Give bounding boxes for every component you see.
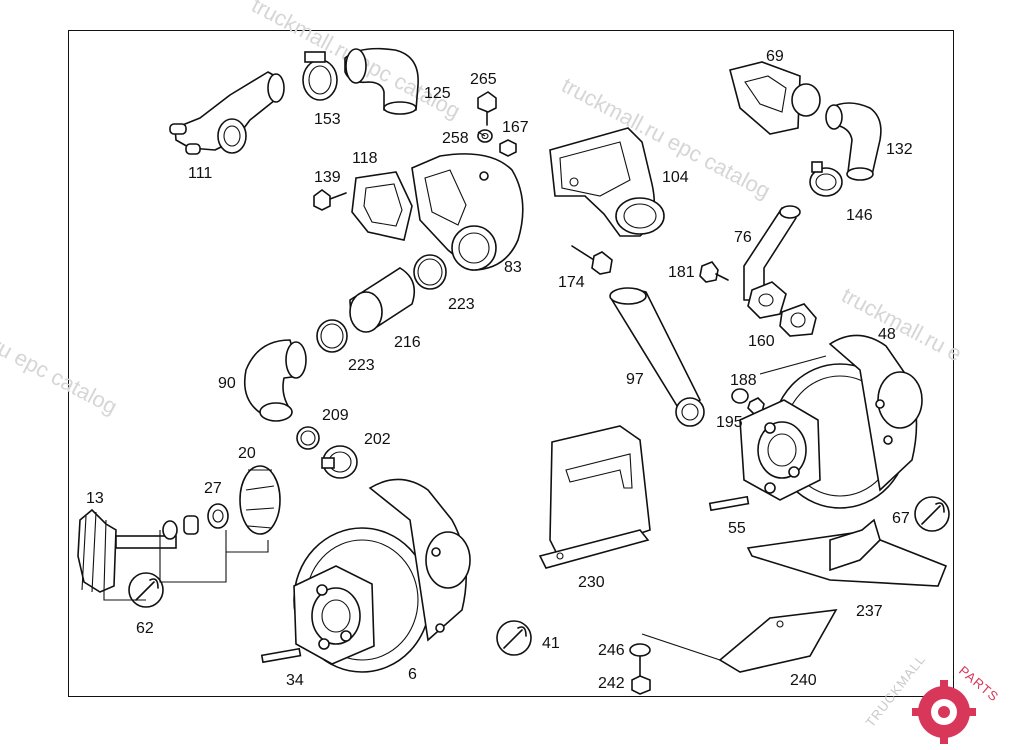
label-97: 97 — [626, 371, 644, 388]
label-216: 216 — [394, 334, 421, 351]
leader-lines — [477, 131, 827, 375]
part-209-202-drawing — [296, 426, 358, 479]
label-246: 246 — [598, 642, 625, 659]
label-195: 195 — [716, 414, 743, 431]
label-160: 160 — [748, 333, 775, 350]
part-62-wrench-icon — [103, 530, 269, 608]
part-139-drawing — [313, 189, 347, 211]
label-209: 209 — [322, 407, 349, 424]
label-83: 83 — [504, 259, 522, 276]
part-48-drawing — [739, 334, 923, 509]
part-237-drawing — [746, 518, 948, 587]
label-62: 62 — [136, 620, 154, 637]
diagram-frame — [68, 30, 954, 697]
part-174-drawing — [571, 245, 613, 275]
part-83-drawing — [411, 153, 524, 271]
label-118: 118 — [352, 150, 378, 167]
part-labels: 111 153 125 265 258 167 69 132 146 139 1… — [86, 48, 913, 692]
part-69-drawing — [729, 61, 821, 135]
part-6-drawing — [293, 478, 471, 673]
label-153: 153 — [314, 111, 341, 128]
label-174: 174 — [558, 274, 585, 291]
label-146: 146 — [846, 207, 873, 224]
part-240-drawing — [641, 609, 838, 673]
label-202: 202 — [364, 431, 391, 448]
part-67-wrench-icon — [914, 496, 950, 532]
part-118-drawing — [351, 171, 413, 241]
label-13: 13 — [86, 490, 104, 507]
part-223-216-drawing — [316, 254, 447, 353]
label-132: 132 — [886, 141, 913, 158]
part-27-20-drawing — [162, 465, 281, 540]
part-181-drawing — [699, 261, 729, 283]
label-230: 230 — [578, 574, 605, 591]
label-237: 237 — [856, 603, 883, 620]
label-69: 69 — [766, 48, 784, 65]
label-242: 242 — [598, 675, 625, 692]
gear-icon — [912, 680, 976, 744]
part-125-drawing — [344, 47, 419, 115]
label-223a: 223 — [448, 296, 475, 313]
label-265: 265 — [470, 71, 497, 88]
label-20: 20 — [238, 445, 256, 462]
label-67: 67 — [892, 510, 910, 527]
label-41: 41 — [542, 635, 560, 652]
label-139: 139 — [314, 169, 341, 186]
label-34: 34 — [286, 672, 304, 689]
label-240: 240 — [790, 672, 817, 689]
label-6: 6 — [408, 666, 417, 683]
label-167: 167 — [502, 119, 529, 136]
part-132-drawing — [825, 102, 882, 181]
label-181: 181 — [668, 264, 695, 281]
label-104: 104 — [662, 169, 689, 186]
label-90: 90 — [218, 375, 236, 392]
part-104-drawing — [549, 127, 665, 237]
part-160-drawing — [779, 303, 817, 337]
part-188-195-drawing — [731, 388, 765, 415]
part-153-drawing — [302, 51, 338, 101]
watermark-text-2: ru epc catalog — [0, 332, 121, 419]
part-97-drawing — [609, 287, 705, 427]
part-90-drawing — [243, 339, 307, 422]
label-125: 125 — [424, 85, 451, 102]
label-188: 188 — [730, 372, 757, 389]
label-27: 27 — [204, 480, 222, 497]
part-13-drawing — [77, 508, 177, 593]
label-258: 258 — [442, 130, 469, 147]
label-111: 111 — [188, 165, 212, 182]
part-34-drawing — [260, 647, 302, 664]
part-246-242-drawing — [629, 643, 651, 695]
label-55: 55 — [728, 520, 746, 537]
part-41-wrench-icon — [496, 620, 532, 656]
label-48: 48 — [878, 326, 896, 343]
label-223b: 223 — [348, 357, 375, 374]
part-76-drawing — [743, 205, 801, 319]
logo-text-truckmall: TRUCKMALL — [863, 651, 929, 729]
part-146-drawing — [809, 161, 843, 197]
truckmall-parts-logo: TRUCKMALL PARTS — [863, 651, 1002, 744]
part-55-drawing — [708, 495, 750, 512]
label-76: 76 — [734, 229, 752, 246]
part-265-258-167-drawing — [477, 91, 517, 157]
part-111-drawing — [169, 71, 285, 155]
part-230-drawing — [538, 425, 651, 569]
